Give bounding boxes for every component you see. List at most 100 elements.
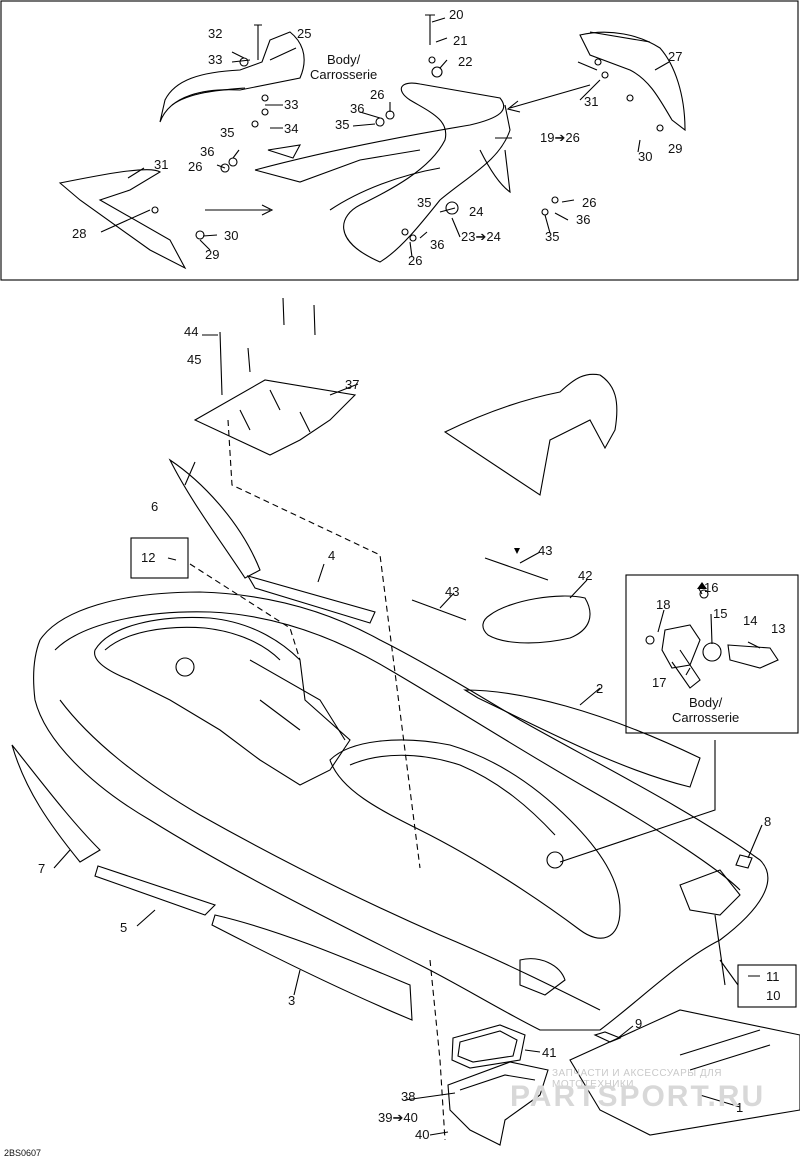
callout-1: 1 xyxy=(736,1100,744,1115)
rear-grab xyxy=(679,869,741,916)
grab-handle xyxy=(159,31,305,123)
callout-12: 12 xyxy=(141,550,156,565)
callout-39-40: 39➔40 xyxy=(378,1110,418,1125)
diagram-code: 2BS0607 xyxy=(4,1148,42,1158)
callout-44: 44 xyxy=(184,324,199,339)
callout-33b: 33 xyxy=(284,97,299,112)
storage-bin-38 xyxy=(447,1061,549,1146)
latch-15 xyxy=(661,624,701,669)
strip-43 xyxy=(411,557,549,621)
callout-3: 3 xyxy=(288,993,296,1008)
callout-11: 11 xyxy=(766,969,780,984)
decal-3 xyxy=(211,914,413,1021)
callout-23-24: 23➔24 xyxy=(461,229,501,244)
callout-4: 4 xyxy=(328,548,336,563)
callout-15: 15 xyxy=(713,606,728,621)
callout-28: 28 xyxy=(72,226,87,241)
decal-5 xyxy=(94,865,217,916)
callout-10: 10 xyxy=(766,988,781,1003)
callout-19-26: 19➔26 xyxy=(540,130,580,145)
decal-6 xyxy=(168,458,261,579)
callout-24: 24 xyxy=(469,204,484,219)
badge-8 xyxy=(735,854,753,869)
body-label-inset: Body/ Carrosserie xyxy=(672,695,739,725)
front-cowl xyxy=(443,373,618,496)
body-label-top: Body/ Carrosserie xyxy=(310,52,377,82)
callout-26: 26 xyxy=(188,159,203,174)
callout-35b: 35 xyxy=(335,117,350,132)
callout-35c: 35 xyxy=(417,195,432,210)
callout-43: 43 xyxy=(538,543,553,558)
badge-9 xyxy=(593,1031,622,1043)
callout-36: 36 xyxy=(200,144,215,159)
callout-31b: 31 xyxy=(584,94,599,109)
callout-29b: 29 xyxy=(668,141,683,156)
callout-13: 13 xyxy=(771,621,786,636)
callout-43b: 43 xyxy=(445,584,460,599)
callout-38: 38 xyxy=(401,1089,416,1104)
callout-32: 32 xyxy=(208,26,223,41)
callout-35d: 35 xyxy=(545,229,560,244)
right-hood xyxy=(579,31,686,132)
callout-27: 27 xyxy=(668,49,683,64)
cover-41 xyxy=(451,1024,526,1069)
callout-29: 29 xyxy=(205,247,220,262)
callout-20: 20 xyxy=(449,7,464,22)
callout-41: 41 xyxy=(542,1045,557,1060)
callout-5: 5 xyxy=(120,920,128,935)
decal-4 xyxy=(246,575,376,624)
box-12 xyxy=(130,537,189,579)
bracket-37 xyxy=(193,379,357,456)
seat-recess xyxy=(329,739,621,939)
callout-18: 18 xyxy=(656,597,671,612)
hull-outline xyxy=(33,591,769,1031)
callout-8: 8 xyxy=(764,814,772,829)
body-label-line2: Carrosserie xyxy=(310,67,378,82)
callout-26c: 26 xyxy=(408,253,423,268)
callout-7: 7 xyxy=(38,861,46,876)
gauge-button xyxy=(546,851,564,869)
body-label-inset-line1: Body/ xyxy=(688,695,723,710)
callout-26b: 26 xyxy=(370,87,385,102)
left-side-trim xyxy=(58,169,187,270)
callout-30: 30 xyxy=(224,228,239,243)
seal-42 xyxy=(482,595,591,644)
callout-45: 45 xyxy=(187,352,202,367)
box-10-11 xyxy=(737,964,797,1008)
callout-17: 17 xyxy=(652,675,667,690)
decal-2 xyxy=(463,689,701,788)
callout-6: 6 xyxy=(151,499,159,514)
callout-22: 22 xyxy=(458,54,473,69)
callout-16: 16 xyxy=(704,580,719,595)
nut-18 xyxy=(645,635,655,645)
top-panel-frame xyxy=(0,0,799,281)
body-label-line1: Body/ xyxy=(326,52,361,67)
callout-36c: 36 xyxy=(430,237,445,252)
callout-34: 34 xyxy=(284,121,299,136)
callout-21: 21 xyxy=(453,33,468,48)
callout-35: 35 xyxy=(220,125,235,140)
callout-36b: 36 xyxy=(350,101,365,116)
watermark-logo: PARTSPORT.RU xyxy=(510,1080,766,1113)
washer-15 xyxy=(702,642,722,662)
body-label-inset-line2: Carrosserie xyxy=(672,710,740,725)
hook-14 xyxy=(727,644,779,669)
decal-1 xyxy=(569,1009,800,1136)
callout-37: 37 xyxy=(345,377,360,392)
callout-30b: 30 xyxy=(638,149,653,164)
callout-33: 33 xyxy=(208,52,223,67)
callout-26d: 26 xyxy=(582,195,597,210)
drop-16 xyxy=(699,589,709,599)
callout-42: 42 xyxy=(578,568,593,583)
callout-40: 40 xyxy=(415,1127,430,1142)
callout-25: 25 xyxy=(297,26,312,41)
inset-frame xyxy=(625,574,799,734)
callout-31: 31 xyxy=(154,157,169,172)
callout-9: 9 xyxy=(635,1016,643,1031)
callout-14: 14 xyxy=(743,613,758,628)
top-cowl xyxy=(254,82,511,263)
callout-36d: 36 xyxy=(576,212,591,227)
watermark-text: ЗАПЧАСТИ И АКСЕССУАРЫ ДЛЯ МОТОТЕХНИКИ xyxy=(552,1068,722,1090)
